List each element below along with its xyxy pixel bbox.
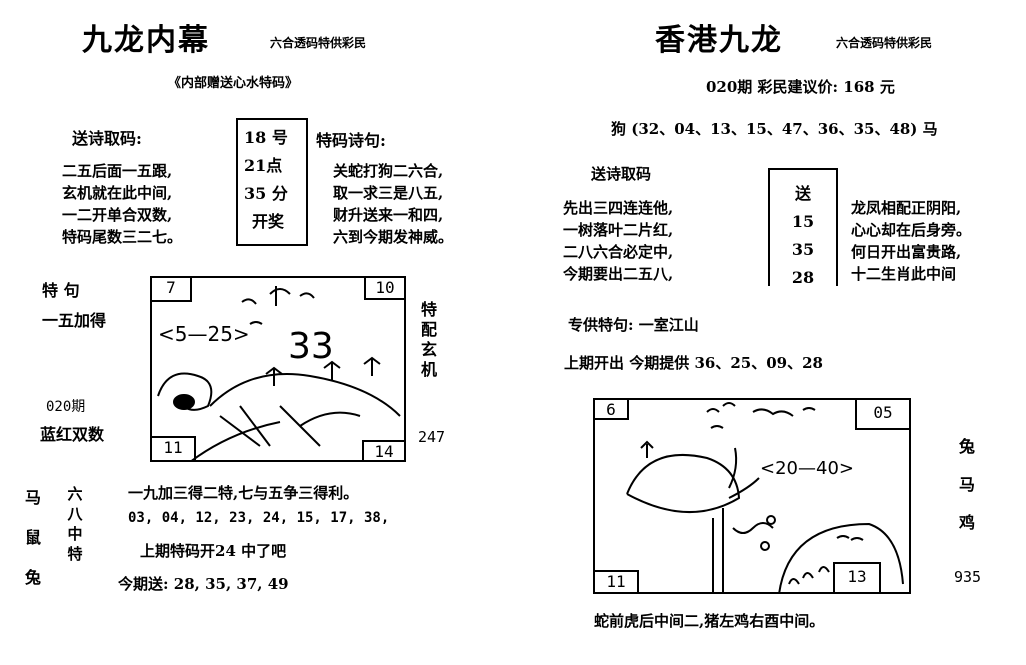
sketch-corner-tr: 10 xyxy=(364,276,406,300)
draw-open: 开奖 xyxy=(252,212,285,231)
poem-line: 特码尾数三二七。 xyxy=(62,228,183,246)
left-vertical-hint: 特配玄机 xyxy=(420,300,437,379)
left-tagline: 《内部赠送心水特码》 xyxy=(168,76,299,91)
sketch-corner-tl: 7 xyxy=(150,276,192,302)
right-number-list: 送 15 35 28 xyxy=(770,180,836,286)
poem-line: 一树落叶二片红, xyxy=(563,221,674,239)
right-send-label: 送诗取码 xyxy=(591,165,652,183)
right-poem-1: 先出三四连连他, 一树落叶二片红, 二八六合必定中, 今期要出二五八, xyxy=(563,197,673,285)
poem-line: 龙凤相配正阴阳, xyxy=(851,199,962,217)
poem-line: 今期要出二五八, xyxy=(563,265,674,283)
poem-line: 玄机就在此中间, xyxy=(62,184,173,202)
draw-minute: 35 分 xyxy=(244,184,288,203)
left-sketch-range: <5—25> xyxy=(158,322,250,346)
box-send: 送 xyxy=(794,184,811,203)
left-line-4: 今期送: 28, 35, 37, 49 xyxy=(118,575,289,593)
right-title: 香港九龙 xyxy=(655,23,783,58)
lan-hong-text: 蓝红双数 xyxy=(40,425,105,444)
left-vertical-six: 六八中特 xyxy=(67,485,83,563)
poem-line: 六到今期发神威。 xyxy=(333,228,454,246)
box-num: 35 xyxy=(791,240,815,259)
right-sketch-range: <20—40> xyxy=(760,458,854,479)
right-sketch-frame xyxy=(593,398,911,594)
right-footer: 蛇前虎后中间二,猪左鸡右酉中间。 xyxy=(594,612,825,630)
poem-line: 先出三四连连他, xyxy=(563,199,674,217)
poem-line: 二五后面一五跟, xyxy=(62,162,173,180)
right-dog-line: 狗 (32、04、13、15、47、36、35、48) 马 xyxy=(611,120,938,138)
right-number-box: 送 15 35 28 xyxy=(768,168,838,286)
sketch-corner-bl: 11 xyxy=(150,436,196,462)
draw-hour: 21点 xyxy=(244,156,283,175)
poem-line: 取一求三是八五, xyxy=(333,184,444,202)
draw-time-box xyxy=(236,118,308,246)
sketch-corner-br: 13 xyxy=(833,562,881,594)
right-poem-2: 龙凤相配正阴阳, 心心却在后身旁。 何日开出富贵路, 十二生肖此中间 xyxy=(851,197,971,285)
right-vertical-animals: 兔马鸡 xyxy=(958,437,975,532)
box-num: 28 xyxy=(791,268,815,286)
right-sketch-drawing xyxy=(626,402,904,594)
yi-wu-text: 一五加得 xyxy=(42,311,107,330)
poem-line: 何日开出富贵路, xyxy=(851,243,962,261)
left-sketch-frame xyxy=(150,276,406,462)
left-poem-1: 二五后面一五跟, 玄机就在此中间, 一二开单合双数, 特码尾数三二七。 xyxy=(62,160,182,248)
poem-line: 关蛇打狗二六合, xyxy=(333,162,444,180)
sketch-corner-br: 14 xyxy=(362,440,406,462)
right-subtitle: 六合透码特供彩民 xyxy=(836,36,933,50)
draw-time-text: 18 号 21点 35 分 开奖 xyxy=(244,124,288,236)
right-price: 020期 彩民建议价: 168 元 xyxy=(706,78,895,96)
left-issue: 020期 xyxy=(46,399,86,415)
left-sketch-drawing xyxy=(157,286,401,462)
left-line-2: 03, 04, 12, 23, 24, 15, 17, 38, xyxy=(128,510,390,526)
te-ju-label: 特 句 xyxy=(42,281,80,300)
poem-line: 一二开单合双数, xyxy=(62,206,173,224)
right-last: 上期开出 今期提供 36、25、09、28 xyxy=(564,354,823,372)
left-send-label: 送诗取码: xyxy=(72,129,142,148)
poem-line: 心心却在后身旁。 xyxy=(851,221,972,239)
left-sketch-number: 33 xyxy=(288,326,334,367)
left-line-1: 一九加三得二特,七与五争三得利。 xyxy=(128,484,359,502)
left-vertical-animals: 马鼠兔 xyxy=(24,488,41,587)
poem-line: 二八六合必定中, xyxy=(563,243,674,261)
right-special: 专供特句: 一室江山 xyxy=(568,316,699,334)
sketch-corner-tr: 05 xyxy=(855,398,911,430)
draw-day: 18 号 xyxy=(244,128,288,147)
left-title: 九龙内幕 xyxy=(82,23,210,58)
poem-line: 财升送来一和四, xyxy=(333,206,444,224)
right-num-935: 935 xyxy=(954,568,982,586)
sketch-corner-bl: 11 xyxy=(593,570,639,594)
left-poem-2: 关蛇打狗二六合, 取一求三是八五, 财升送来一和四, 六到今期发神威。 xyxy=(333,160,453,248)
left-num-247: 247 xyxy=(418,428,446,446)
left-special-label: 特码诗句: xyxy=(316,131,386,150)
poem-line: 十二生肖此中间 xyxy=(851,265,957,283)
sketch-corner-tl: 6 xyxy=(593,398,629,420)
box-num: 15 xyxy=(791,212,815,231)
left-line-3: 上期特码开24 中了吧 xyxy=(140,542,287,560)
left-subtitle: 六合透码特供彩民 xyxy=(270,36,367,50)
